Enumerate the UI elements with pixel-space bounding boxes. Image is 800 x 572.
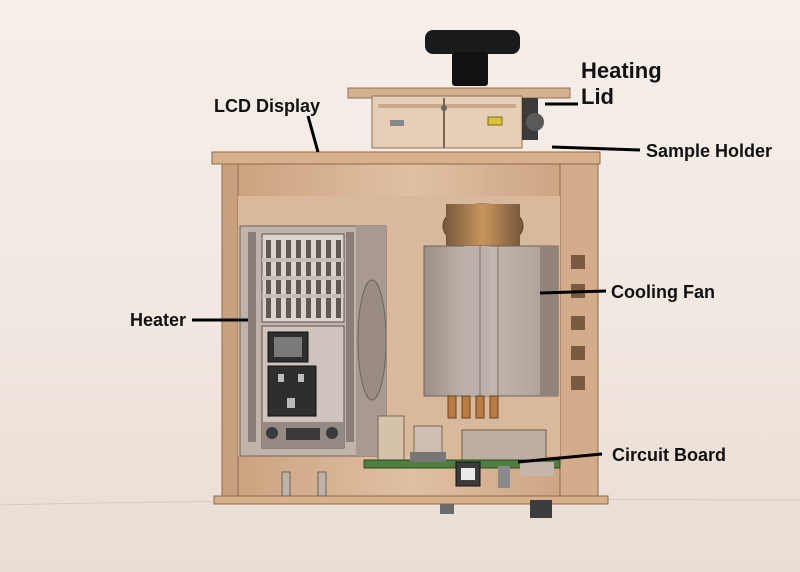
circuit-board <box>363 429 561 488</box>
heater <box>239 225 387 457</box>
cooling-fan <box>423 203 559 419</box>
bottom-plate <box>213 495 609 505</box>
vent-slots <box>571 255 585 390</box>
heating-lid <box>347 30 571 149</box>
circuit-board-label: Circuit Board <box>612 445 727 465</box>
pointer-lines <box>192 102 641 464</box>
top-plate <box>211 151 601 165</box>
heater-label: Heater <box>130 310 187 330</box>
heating-lid-label: Heating Lid <box>581 58 662 110</box>
heating-lid-label-line2: Lid <box>581 84 614 109</box>
cooling-fan-label: Cooling Fan <box>611 282 715 302</box>
heating-lid-label-line1: Heating <box>581 58 662 83</box>
lcd-display-label: LCD Display <box>214 96 321 116</box>
sample-holder-label: Sample Holder <box>646 141 773 161</box>
